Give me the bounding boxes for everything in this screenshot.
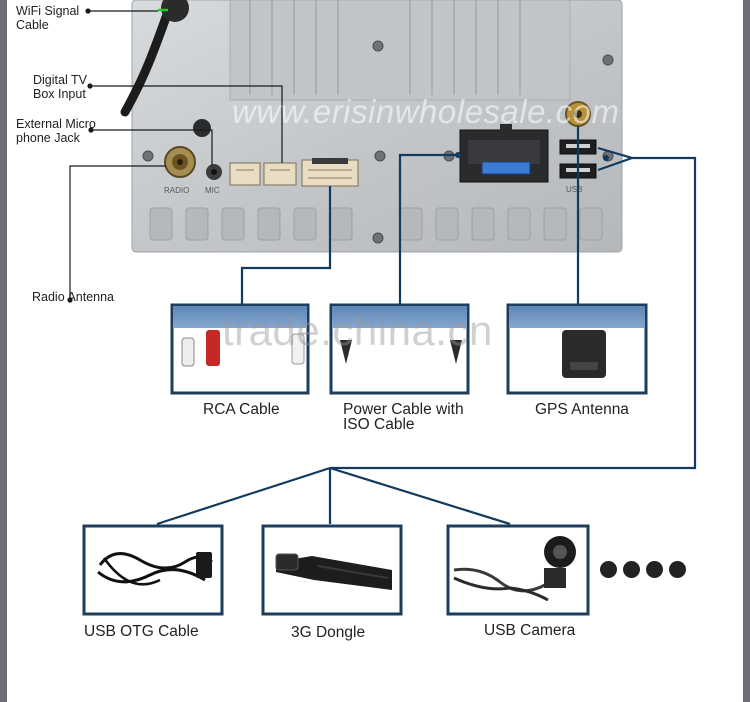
label-rca-cable: RCA Cable (203, 402, 280, 417)
callout-digital-tv-box: Digital TV Box Input (33, 73, 87, 101)
more-dot (600, 561, 617, 578)
more-dot (646, 561, 663, 578)
callout-external-mic: External Micro phone Jack (16, 117, 96, 145)
label-3g-dongle: 3G Dongle (291, 625, 365, 640)
iso-connector (460, 124, 548, 182)
label-gps-antenna: GPS Antenna (535, 402, 629, 417)
accessory-box-usb-camera (448, 526, 588, 614)
callout-wifi-line1: WiFi Signal (16, 4, 79, 18)
callout-tvbox-line1: Digital TV (33, 73, 87, 87)
callout-mic-line2: phone Jack (16, 131, 96, 145)
more-items-dots (600, 561, 686, 581)
more-dot (669, 561, 686, 578)
radio-port-label: RADIO (164, 186, 189, 195)
more-dot (623, 561, 640, 578)
accessory-box-usb-otg (84, 526, 222, 614)
watermark-top: www.erisinwholesale.com (232, 93, 619, 131)
mic-port-label: MIC (205, 186, 220, 195)
label-usb-camera: USB Camera (484, 623, 575, 638)
label-power-line1: Power Cable with (343, 402, 464, 417)
usb-port-label: USB (566, 185, 582, 194)
callout-wifi-line2: Cable (16, 18, 79, 32)
callout-radio-antenna: Radio Antenna (32, 290, 114, 304)
accessory-box-3g-dongle (263, 526, 401, 614)
mic-jack (206, 164, 222, 180)
accessory-box-gps (508, 305, 646, 393)
callout-wifi-signal-cable: WiFi Signal Cable (16, 4, 79, 32)
label-power-line2: ISO Cable (343, 417, 464, 432)
radio-antenna-jack (165, 147, 195, 177)
callout-mic-line1: External Micro (16, 117, 96, 131)
label-usb-otg-cable: USB OTG Cable (84, 624, 199, 639)
label-power-cable: Power Cable with ISO Cable (343, 402, 464, 432)
callout-tvbox-line2: Box Input (33, 87, 87, 101)
watermark-middle: trade.china.cn (222, 307, 493, 355)
